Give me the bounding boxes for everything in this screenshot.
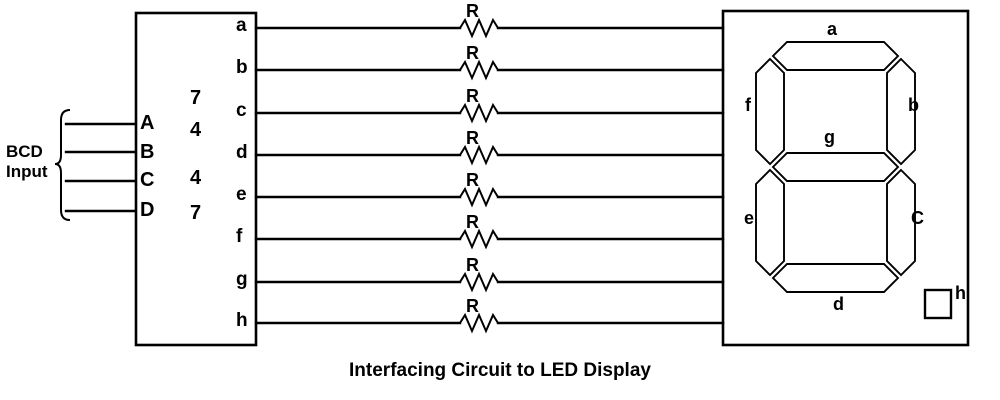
chip-output-pin-f: f [236, 226, 243, 247]
chip-input-pin-b: B [140, 141, 155, 163]
chip-part-digit-2: 4 [190, 119, 202, 141]
resistor-label-d: R [466, 128, 479, 148]
diagram-caption: Interfacing Circuit to LED Display [349, 360, 651, 381]
resistor-label-c: R [466, 86, 479, 106]
bcd-input-group [54, 109, 139, 221]
bcd-brace-icon [54, 109, 71, 221]
seven-segment-digit [755, 41, 953, 320]
display-segment-c-shape [886, 168, 916, 277]
resistor-zigzag-e [459, 186, 499, 208]
bcd-input-label-line2: Input [6, 162, 48, 181]
display-segment-label-g: g [824, 127, 835, 147]
display-segment-label-b: b [908, 95, 919, 115]
display-segment-e-shape [755, 168, 785, 277]
bcd-input-label-line1: BCD [6, 142, 43, 161]
chip-input-pin-d: D [140, 199, 155, 221]
resistor-zigzag-g [459, 271, 499, 293]
resistor-label-g: R [466, 255, 479, 275]
segment-wires-group [254, 17, 725, 334]
resistor-zigzag-h [459, 312, 499, 334]
display-segment-b-shape [886, 57, 916, 166]
chip-output-pin-g: g [236, 269, 248, 290]
chip-input-pin-c: C [140, 169, 155, 191]
chip-part-digit-1: 7 [190, 87, 202, 109]
chip-output-pin-c: c [236, 100, 247, 121]
chip-output-pin-d: d [236, 142, 248, 163]
resistor-label-h: R [466, 296, 479, 316]
resistor-zigzag-a [459, 17, 499, 39]
resistor-label-f: R [466, 212, 479, 232]
display-segment-a-shape [771, 41, 900, 71]
resistor-zigzag-c [459, 102, 499, 124]
display-segment-label-d: d [833, 294, 844, 314]
display-segment-label-a: a [827, 19, 838, 39]
display-segment-g-shape [771, 152, 900, 182]
chip-output-pin-e: e [236, 184, 247, 205]
chip-part-digit-3: 4 [190, 167, 202, 189]
resistor-label-b: R [466, 43, 479, 63]
chip-input-pin-a: A [140, 112, 155, 134]
chip-part-digit-4: 7 [190, 202, 202, 224]
display-decimal-point-shape [923, 288, 953, 320]
display-segment-d-shape [771, 263, 900, 293]
display-segment-label-c: C [911, 208, 924, 228]
resistor-zigzag-f [459, 228, 499, 250]
display-segment-f-shape [755, 57, 785, 166]
chip-output-pin-a: a [236, 15, 247, 36]
bcd-input-label: BCD Input [6, 142, 64, 182]
resistor-zigzag-b [459, 59, 499, 81]
resistor-label-e: R [466, 170, 479, 190]
decoder-ic-box [134, 11, 258, 347]
display-decimal-point-label: h [955, 283, 966, 303]
display-segment-label-f: f [745, 95, 751, 115]
chip-output-pin-b: b [236, 57, 248, 78]
resistor-label-a: R [466, 1, 479, 21]
chip-output-pin-h: h [236, 310, 248, 331]
resistor-zigzag-d [459, 144, 499, 166]
display-segment-label-e: e [744, 208, 755, 228]
